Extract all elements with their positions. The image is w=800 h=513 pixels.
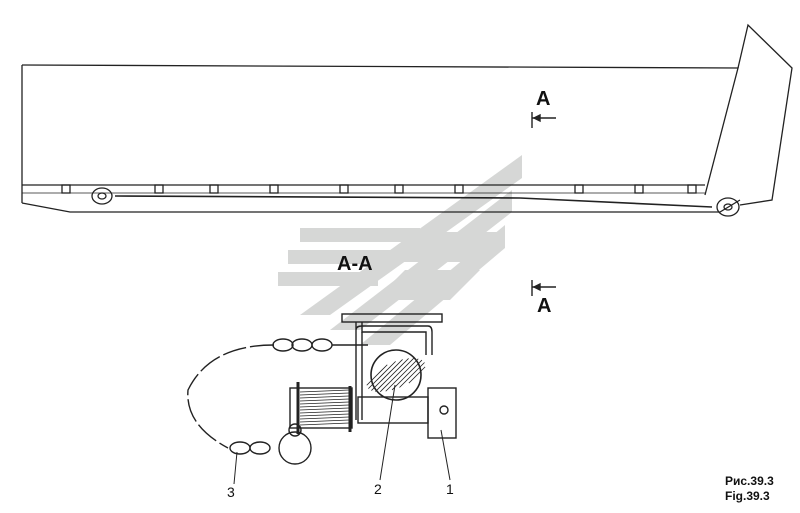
callout-leaders [233, 384, 451, 485]
section-cut-markers [531, 112, 556, 296]
figure-caption: Рис.39.3 Fig.39.3 [725, 474, 774, 504]
hatch-line [371, 359, 403, 391]
figure-caption-ru: Рис.39.3 [725, 474, 774, 488]
hatch-line [391, 359, 423, 391]
winding-line [299, 398, 350, 402]
winding-line [299, 401, 350, 405]
winding-line [299, 392, 350, 396]
callout-2: 2 [374, 481, 382, 497]
winding-line [299, 410, 350, 414]
winding-line [299, 404, 350, 408]
hatch-line [399, 362, 425, 388]
section-marker-top: A [536, 88, 551, 110]
hatch-line [385, 358, 419, 392]
winding-line [299, 389, 350, 393]
kamaz-logo-watermark [278, 155, 522, 345]
winding-line [299, 419, 350, 423]
winding-line [299, 407, 350, 411]
callout-1: 1 [446, 481, 454, 497]
hatch-line [368, 361, 396, 389]
winding-line [299, 395, 350, 399]
hatch-line [379, 357, 415, 393]
truck-body-side-view [21, 23, 793, 217]
section-marker-bottom: A [537, 295, 552, 317]
section-detail-assembly [187, 313, 457, 465]
hatch-line [375, 358, 409, 392]
winding-line [299, 422, 350, 426]
hatch-and-winding [299, 357, 426, 426]
winding-line [299, 416, 350, 420]
callout-3: 3 [227, 484, 235, 500]
hatch-line [366, 364, 388, 386]
winding-line [299, 413, 350, 417]
section-title: A-A [337, 253, 373, 275]
hatch-line [408, 366, 426, 384]
figure-caption-en: Fig.39.3 [725, 489, 770, 503]
